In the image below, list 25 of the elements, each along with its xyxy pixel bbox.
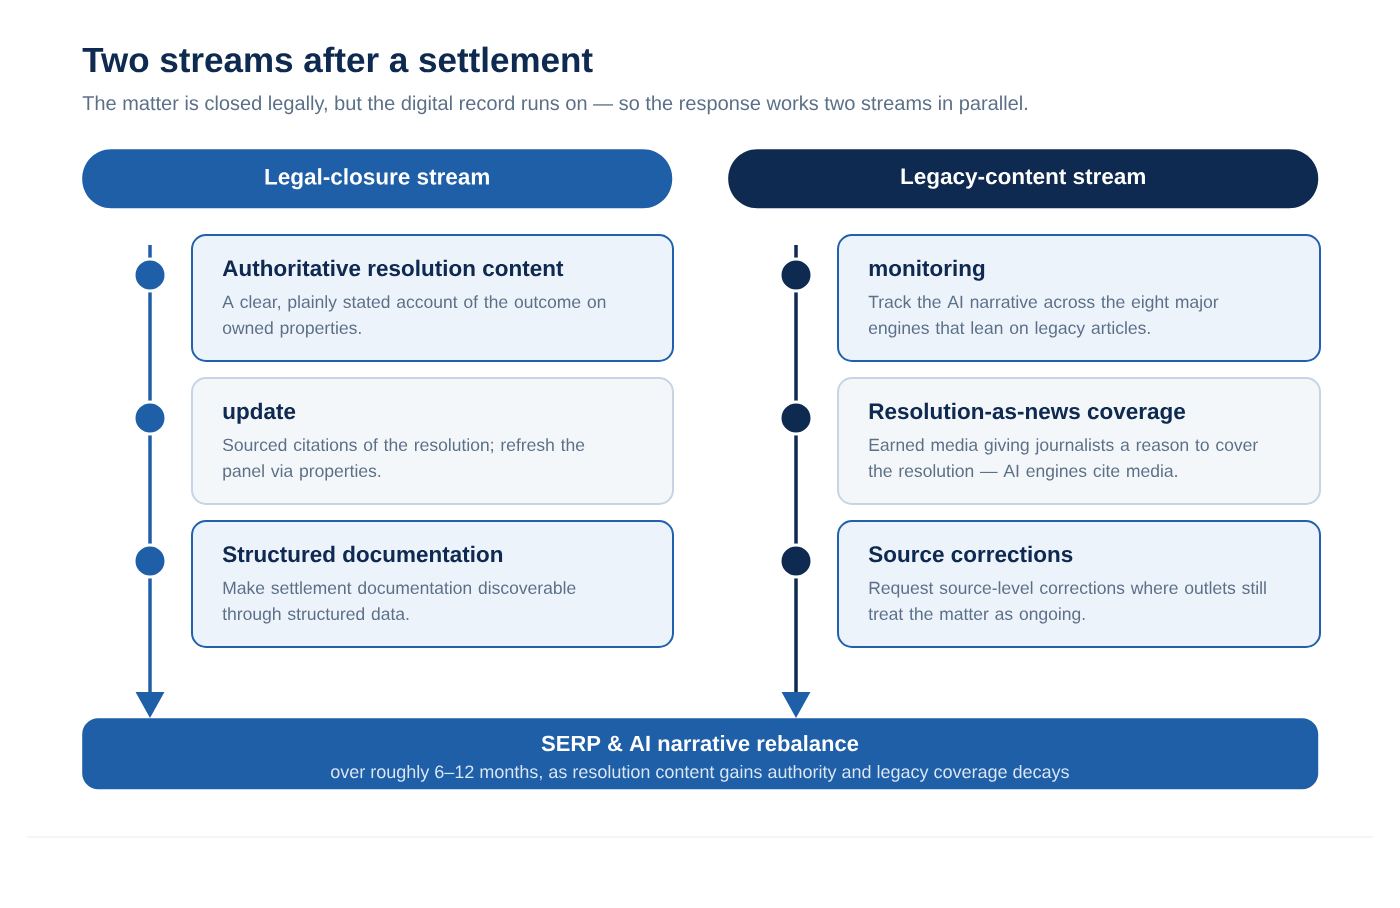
step-card: [191, 234, 674, 362]
step-card: [191, 520, 674, 648]
bar-text: over roughly 6–12 months, as resolution content gains authority and legacy coverage decays: [331, 764, 1069, 782]
page-title: Two streams after a settlement: [82, 46, 593, 73]
card-text: A clear, plainly stated account of the outcome on owned properties.: [222, 295, 606, 338]
bar-title: SERP & AI narrative rebalance: [541, 735, 859, 752]
step-card: [837, 520, 1321, 648]
card-text: Make settlement documentation discoverable through structured data.: [222, 581, 576, 624]
card-title: Source corrections: [868, 545, 1073, 563]
card-text: Sourced citations of the resolution; refresh the panel via properties.: [223, 438, 585, 481]
stream-header: Legal-closure stream: [82, 149, 673, 209]
subtitle: The matter is closed legally, but the digital record runs on — so the response works two streams in parallel.: [82, 95, 1027, 115]
card-title: Structured documentation: [222, 545, 503, 563]
card-title: Resolution-as-news coverage: [869, 402, 1185, 424]
card-title: update: [223, 402, 296, 424]
card-text: Track the AI narrative across the eight major engines that lean on legacy articles.: [868, 295, 1219, 338]
card-text: Earned media giving journalists a reason to cover the resolution — AI engines cite media.: [868, 438, 1258, 481]
card-title: Authoritative resolution content: [222, 259, 564, 277]
step-card: [837, 377, 1321, 505]
step-card: [837, 234, 1321, 362]
step-card: [191, 377, 674, 505]
stream-header: Legacy-content stream: [728, 149, 1319, 209]
card-text: Request source-level corrections where outlets still treat the matter as ongoing.: [868, 581, 1266, 624]
card-title: monitoring: [869, 259, 985, 281]
outcome-bar: [82, 718, 1319, 790]
